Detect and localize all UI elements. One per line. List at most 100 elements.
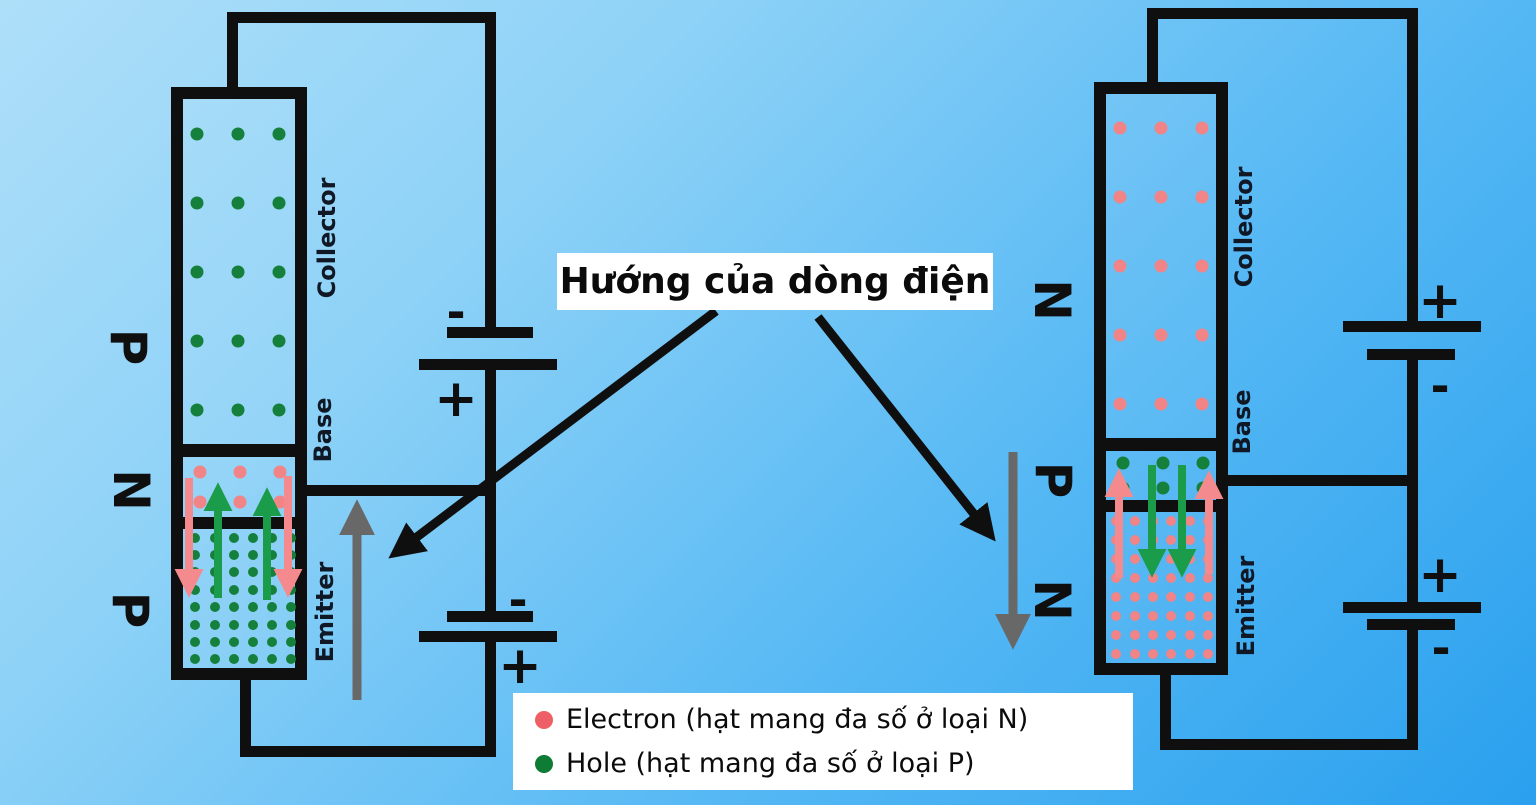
- hole-dot: [209, 567, 220, 578]
- electron-dot: [1129, 648, 1140, 659]
- npn-emitter-label: Emitter: [1232, 555, 1260, 657]
- electron-dot: [1147, 629, 1158, 640]
- battery-plate-positive: [1343, 321, 1481, 332]
- hole-dot: [247, 636, 258, 647]
- electron-dot: [1129, 554, 1140, 565]
- hole-dot: [228, 567, 239, 578]
- battery-minus-sign: -: [1430, 359, 1450, 413]
- pnp-collector-region: [176, 99, 300, 444]
- hole-dot: [209, 654, 220, 665]
- hole-dot: [247, 584, 258, 595]
- electron-dot: [1166, 535, 1177, 546]
- electron-dot: [1195, 121, 1209, 135]
- electron-dot: [1184, 516, 1195, 527]
- npn-type-label-emitter: N: [1023, 579, 1081, 621]
- battery-plate-negative: [447, 611, 533, 622]
- electron-dot: [1202, 610, 1213, 621]
- electron-dot: [1195, 259, 1209, 273]
- electron-dot: [1129, 516, 1140, 527]
- wire: [1407, 625, 1418, 750]
- electron-dot: [1113, 190, 1127, 204]
- electron-dot: [1147, 591, 1158, 602]
- electron-dot: [1202, 516, 1213, 527]
- electron-dot: [1202, 573, 1213, 584]
- legend-label: Hole (hạt mang đa số ở loại P): [566, 748, 975, 779]
- hole-dot: [266, 602, 277, 613]
- hole-dot: [285, 567, 296, 578]
- electron-dot: [1202, 535, 1213, 546]
- npn-base-region: [1103, 450, 1223, 500]
- pnp-collector-label: Collector: [313, 177, 341, 299]
- base-emitter-junction: [1094, 500, 1228, 512]
- electron-dot: [1113, 121, 1127, 135]
- npn-emitter-region: [1107, 512, 1217, 663]
- battery-plate-positive: [419, 631, 557, 642]
- hole-dot: [1196, 481, 1210, 494]
- battery-plate-positive: [1343, 602, 1481, 613]
- hole-dot: [190, 584, 201, 595]
- hole-dot: [272, 403, 286, 416]
- electron-dot: [273, 495, 287, 509]
- hole-dot: [285, 584, 296, 595]
- hole-dot: [228, 654, 239, 665]
- hole-dot: [247, 619, 258, 630]
- battery-minus-sign: -: [446, 285, 466, 339]
- collector-base-junction: [171, 444, 307, 457]
- hole-dot: [231, 265, 245, 278]
- electron-dot: [1184, 573, 1195, 584]
- electron-dot: [1195, 190, 1209, 204]
- hole-dot: [1116, 481, 1130, 494]
- wire: [240, 672, 251, 757]
- hole-dot: [190, 265, 204, 278]
- hole-dot: [209, 619, 220, 630]
- legend-item-hole: Hole (hạt mang đa số ở loại P): [535, 744, 1133, 784]
- hole-dot: [1116, 456, 1130, 469]
- hole-dot: [190, 403, 204, 416]
- electron-dot: [1113, 397, 1127, 411]
- hole-dot: [190, 550, 201, 561]
- electron-dot: [1166, 554, 1177, 565]
- hole-dot: [190, 532, 201, 543]
- wire: [1147, 8, 1418, 19]
- hole-dot: [190, 602, 201, 613]
- electron-dot: [1202, 629, 1213, 640]
- annotation-arrow-right: [814, 314, 996, 542]
- electron-dot: [1129, 629, 1140, 640]
- hole-dot: [247, 567, 258, 578]
- electron-dot: [1166, 591, 1177, 602]
- pnp-emitter-region: [186, 529, 300, 668]
- hole-dot: [190, 636, 201, 647]
- npn-collector-label: Collector: [1230, 166, 1258, 288]
- hole-dot: [228, 602, 239, 613]
- electron-dot: [1111, 554, 1122, 565]
- electron-dot: [1154, 259, 1168, 273]
- hole-dot: [190, 334, 204, 347]
- battery-plate-negative: [1367, 349, 1455, 360]
- electron-dot: [1113, 259, 1127, 273]
- electron-dot: [1129, 573, 1140, 584]
- page-title: Hướng của dòng điện: [559, 261, 991, 302]
- electron-dot: [1111, 610, 1122, 621]
- hole-dot: [285, 602, 296, 613]
- hole-dot: [247, 602, 258, 613]
- electron-dot: [1166, 573, 1177, 584]
- electron-dot: [1113, 328, 1127, 342]
- electron-dot: [1166, 610, 1177, 621]
- electron-dot: [1154, 328, 1168, 342]
- electron-dot: [1202, 554, 1213, 565]
- base-wire: [1222, 475, 1418, 486]
- electron-dot: [1147, 554, 1158, 565]
- electron-dot: [1111, 516, 1122, 527]
- hole-dot: [228, 636, 239, 647]
- battery-minus-sign: -: [1431, 621, 1451, 675]
- wire: [1160, 739, 1418, 750]
- battery-plus-sign: +: [1418, 545, 1462, 605]
- battery-plus-sign: +: [434, 369, 478, 429]
- hole-dot: [272, 196, 286, 209]
- electron-dot: [233, 495, 247, 509]
- hole-dot: [1156, 456, 1170, 469]
- pnp-type-label-emitter: P: [101, 591, 159, 629]
- electron-dot: [1184, 648, 1195, 659]
- hole-dot: [228, 550, 239, 561]
